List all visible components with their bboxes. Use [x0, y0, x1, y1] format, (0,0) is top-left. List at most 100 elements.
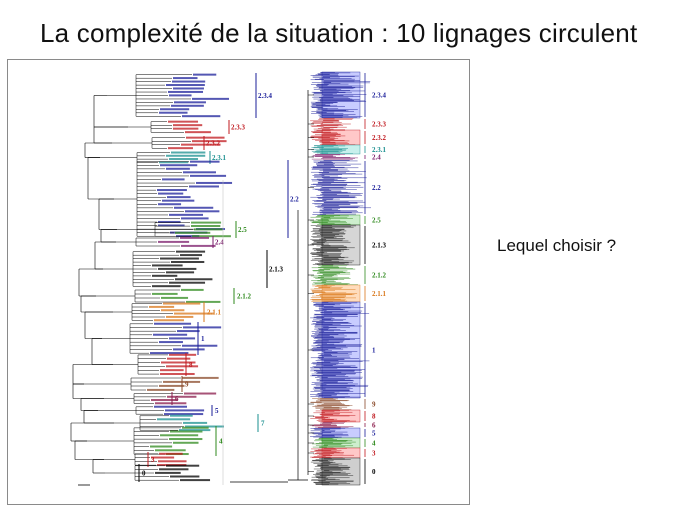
leaf-label — [174, 206, 214, 209]
left-clade-label: 3 — [151, 456, 155, 464]
right-clade-label: 5 — [372, 430, 376, 438]
left-clade-label: 1 — [201, 335, 205, 343]
right-clade-label: 1 — [372, 347, 376, 355]
leaf-label — [171, 104, 204, 107]
leaf-label — [185, 131, 211, 134]
left-clade-label: 2.1.1 — [207, 309, 222, 317]
leaf-label — [169, 94, 192, 97]
right-clade-label: 2.1.2 — [372, 272, 387, 280]
phylogenetic-trees-svg: 2.3.42.3.32.3.22.3.12.22.52.42.1.32.1.22… — [70, 71, 387, 486]
slide-title: La complexité de la situation : 10 ligna… — [40, 18, 638, 48]
leaf-label — [161, 296, 189, 299]
leaf-label — [155, 449, 186, 452]
clade-band — [321, 301, 361, 399]
leaf-label — [181, 288, 204, 291]
left-clade-label: 0 — [142, 470, 146, 478]
leaf-label — [167, 395, 197, 398]
leaf-label — [183, 171, 216, 174]
leaf-label — [186, 136, 225, 139]
leaf-label — [190, 174, 227, 177]
leaf-label — [154, 319, 184, 322]
leaf-label — [159, 161, 189, 164]
leaf-label — [182, 426, 209, 429]
leaf-label — [169, 158, 199, 161]
leaf-label — [162, 199, 195, 202]
leaf-label — [155, 471, 181, 474]
leaf-label — [192, 97, 230, 100]
leaf-label — [152, 264, 183, 267]
right-clade-label: 2.1.1 — [372, 290, 387, 298]
leaf-label — [162, 178, 185, 181]
leaf-label — [177, 330, 200, 333]
leaf-label — [181, 143, 221, 146]
leaf-label — [160, 164, 198, 167]
leaf-label — [169, 337, 196, 340]
right-clade-label: 3 — [372, 450, 376, 458]
leaf-label — [161, 309, 185, 312]
leaf-label — [192, 140, 227, 143]
leaf-label — [182, 115, 221, 118]
leaf-label — [170, 475, 200, 478]
leaf-label — [196, 181, 233, 184]
right-clade-label: 2.3.4 — [372, 92, 387, 100]
leaf-label — [161, 361, 196, 364]
leaf-label — [153, 333, 188, 336]
leaf-label — [193, 73, 217, 76]
leaf-label — [182, 376, 219, 379]
leaf-label — [157, 418, 191, 421]
leaf-label — [194, 228, 223, 231]
question-text: Lequel choisir ? — [497, 236, 617, 255]
leaf-label — [180, 254, 203, 257]
leaf-label — [166, 315, 194, 318]
leaf-label — [167, 357, 191, 360]
leaf-label — [166, 154, 206, 157]
leaf-label — [183, 421, 208, 424]
leaf-label — [170, 430, 203, 433]
leaf-label — [154, 405, 187, 408]
leaf-label — [154, 322, 192, 325]
leaf-label — [192, 235, 231, 238]
leaf-label — [185, 210, 220, 213]
leaf-label — [173, 348, 205, 351]
leaf-label — [169, 353, 197, 356]
left-clade-label: 2.2 — [290, 196, 299, 204]
left-clade-label: 8 — [189, 361, 193, 369]
left-clade-label: 2.3.1 — [212, 154, 227, 162]
leaf-label — [160, 108, 190, 111]
leaf-label — [160, 434, 199, 437]
right-clade-label: 0 — [372, 468, 376, 476]
leaf-label — [169, 281, 206, 284]
right-clade-label: 2.5 — [372, 217, 381, 225]
leaf-label — [179, 429, 211, 432]
leaf-label — [181, 217, 209, 220]
left-clade-label: 7 — [261, 420, 265, 428]
leaf-label — [151, 456, 175, 459]
leaf-label — [150, 445, 173, 448]
right-tree: 2.3.42.3.32.3.22.3.12.42.22.52.1.32.1.22… — [230, 71, 387, 486]
leaf-label — [168, 147, 193, 150]
leaf-label — [174, 101, 206, 104]
leaf-label — [163, 302, 201, 305]
leaf-label — [157, 189, 187, 192]
left-clade-label: 5 — [215, 407, 219, 415]
right-clade-label: 2.3.3 — [372, 121, 387, 129]
leaf-label — [155, 402, 187, 405]
right-clade-label: 2.1.3 — [372, 242, 387, 250]
leaf-label — [152, 274, 178, 277]
leaf-label — [180, 236, 210, 239]
leaf-label — [158, 192, 184, 195]
leaf-label — [149, 305, 175, 308]
leaf-label — [159, 468, 189, 471]
leaf-label — [176, 250, 206, 253]
leaf-label — [158, 240, 190, 243]
leaf-label — [158, 460, 187, 463]
leaf-label — [159, 452, 183, 455]
leaf-label — [171, 151, 206, 154]
leaf-label — [173, 127, 199, 130]
leaf-label — [166, 84, 205, 87]
leaf-label — [166, 271, 195, 274]
leaf-label — [175, 231, 211, 234]
right-clade-label: 4 — [372, 440, 376, 448]
left-clade-label: 4 — [219, 438, 223, 446]
